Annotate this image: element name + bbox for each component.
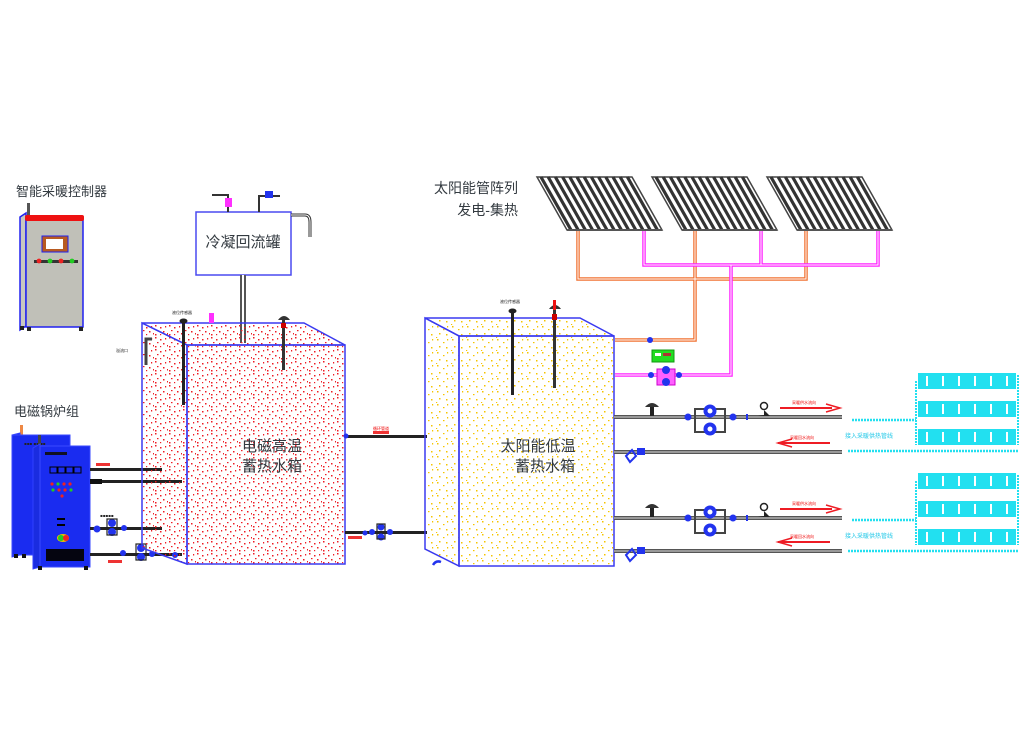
solar-supply-valve	[647, 337, 653, 343]
boiler-indicator-lights	[50, 482, 73, 498]
solar-pump-station	[648, 349, 682, 386]
circulation-pump-pair	[684, 505, 748, 537]
controller-label: 智能采暖控制器	[16, 185, 107, 200]
supply-flow-arrow: 采暖供水流向	[780, 500, 843, 514]
svg-text:▪▪▪ ▪▪ ▪▪: ▪▪▪ ▪▪ ▪▪	[24, 441, 46, 446]
high-temp-storage-tank: 电磁高温 蓄热水箱 液位传感器 溢流口	[116, 309, 346, 566]
high-temp-tank-label-line1: 电磁高温	[242, 437, 302, 455]
return-strainer-icon	[624, 547, 638, 563]
controller-buttons	[34, 258, 78, 264]
low-temp-solar-storage-tank: 太阳能低温 蓄热水箱 液位传感器	[424, 298, 615, 568]
boiler-front	[39, 445, 91, 568]
low-temp-tank-label-line1: 太阳能低温	[500, 437, 575, 455]
return-strainer-icon	[624, 448, 638, 464]
condensate-tank-label: 冷凝回流罐	[205, 233, 280, 251]
condensate-return-tank: 冷凝回流罐	[195, 191, 312, 343]
supply-flow-label: 采暖供水流向	[792, 399, 816, 405]
high-temp-thermometer	[282, 320, 285, 370]
pressure-gauge-icon	[759, 502, 769, 512]
gate-valve-icon	[645, 403, 659, 407]
high-temp-top-valve	[209, 313, 214, 323]
floor-heating-coil: 接入采暖供热管线	[845, 473, 1019, 553]
inter-tank-pipe-tag: 循环管道	[373, 425, 389, 431]
return-flow-label: 采暖回水流向	[790, 434, 814, 440]
overflow-label: 溢流口	[116, 347, 128, 353]
low-temp-tank-front	[458, 335, 615, 567]
solar-panel-3	[765, 176, 894, 231]
return-flow-label: 采暖回水流向	[790, 533, 814, 539]
overflow-pipe	[144, 337, 152, 365]
low-temp-thermometer	[553, 300, 556, 388]
low-temp-level-sensor	[511, 310, 514, 395]
boiler-group-label: 电磁锅炉组	[14, 404, 79, 420]
condensate-tank-body	[195, 211, 292, 276]
high-temp-level-sensor-label: 液位传感器	[172, 309, 192, 315]
return-flow-arrow: 采暖回水流向	[775, 434, 830, 448]
solar-panel-2	[650, 176, 779, 231]
solar-array-label-line1: 太阳能管阵列	[434, 181, 518, 197]
boiler-vent	[46, 549, 84, 561]
low-temp-level-sensor-label: 液位传感器	[500, 298, 520, 304]
condensate-inlet-valve	[225, 198, 232, 207]
low-temp-tank-label-line2: 蓄热水箱	[515, 457, 575, 475]
supply-flow-arrow: 采暖供水流向	[780, 399, 843, 413]
return-flow-arrow: 采暖回水流向	[775, 533, 830, 547]
gate-valve-icon	[645, 504, 659, 508]
floor-heating-coil: 接入采暖供热管线	[845, 373, 1019, 453]
heating-loop-label: 接入采暖供热管线	[845, 532, 893, 540]
solar-panel-1	[535, 176, 664, 231]
controller-screen-display	[46, 239, 63, 249]
solar-collector-array: 太阳能管阵列 发电-集热	[434, 176, 894, 231]
electromagnetic-boiler-group: 电磁锅炉组 ▪▪▪ ▪▪ ▪▪	[11, 404, 91, 570]
low-temp-tank-side	[424, 316, 460, 568]
heating-loop-label: 接入采暖供热管线	[845, 432, 893, 440]
low-temp-tank-top	[424, 317, 615, 337]
high-temp-tank-side	[141, 321, 188, 566]
controller-body	[25, 216, 84, 328]
circulation-pump-pair	[684, 404, 748, 436]
condensate-vent-valve	[265, 191, 273, 198]
solar-array-label-line2: 发电-集热	[457, 202, 518, 219]
boiler-circulation-pump-1: ▪▪▪▪▪	[93, 513, 127, 536]
controller-antenna	[27, 203, 30, 215]
boiler-display-panel	[49, 466, 82, 474]
high-temp-tank-front	[186, 344, 346, 565]
solar-supply-pipes	[576, 231, 808, 343]
controller-top-cap	[25, 215, 84, 221]
smart-heating-controller: 智能采暖控制器	[16, 185, 107, 332]
inter-tank-pump	[362, 523, 393, 541]
low-temp-drain	[431, 560, 442, 566]
svg-text:▪▪▪▪▪: ▪▪▪▪▪	[100, 513, 114, 518]
inter-tank-pipes: 循环管道	[343, 425, 427, 541]
supply-flow-label: 采暖供水流向	[792, 500, 816, 506]
controller-side-panel	[19, 211, 27, 332]
high-temp-tank-label-line2: 蓄热水箱	[242, 457, 302, 475]
boiler-front-side	[32, 443, 41, 570]
high-temp-level-sensor	[182, 320, 185, 405]
pressure-gauge-icon	[759, 401, 769, 411]
